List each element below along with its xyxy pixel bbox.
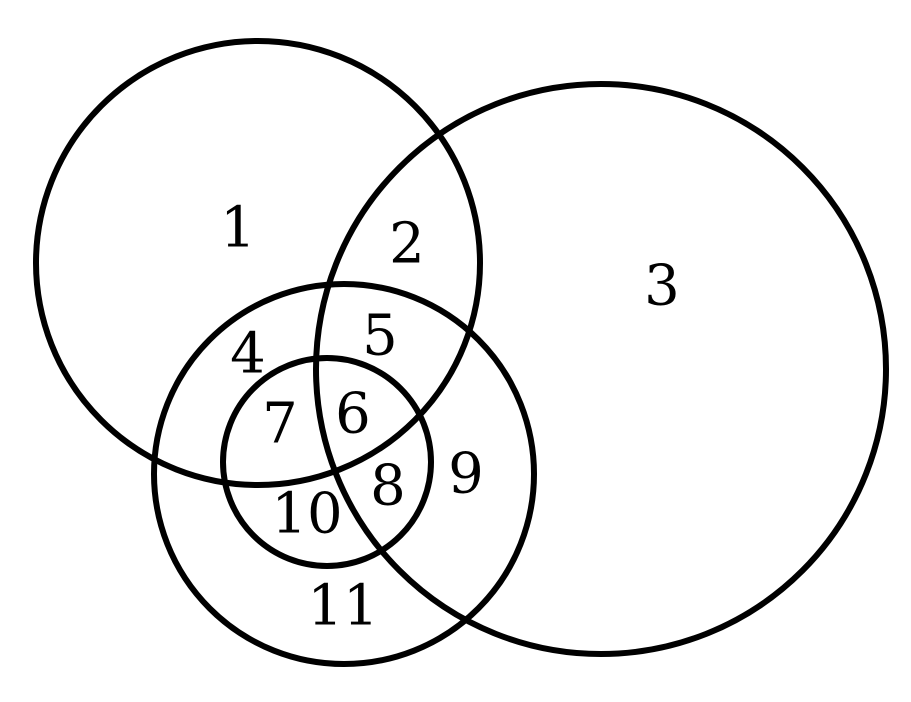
- region-label-3: 3: [644, 254, 680, 319]
- circle-top-left: [33, 38, 483, 488]
- region-label-1: 1: [220, 196, 256, 261]
- circle-inner-small: [220, 355, 434, 569]
- region-label-2: 2: [389, 212, 425, 277]
- region-label-8: 8: [370, 454, 406, 519]
- circle-bottom-middle: [151, 281, 537, 667]
- circle-right-large: [313, 81, 889, 657]
- region-label-11: 11: [307, 574, 378, 639]
- region-label-10: 10: [271, 482, 342, 547]
- region-label-5: 5: [362, 304, 398, 369]
- region-label-9: 9: [448, 442, 484, 507]
- region-label-7: 7: [262, 392, 298, 457]
- region-label-6: 6: [335, 382, 371, 447]
- region-label-4: 4: [230, 322, 266, 387]
